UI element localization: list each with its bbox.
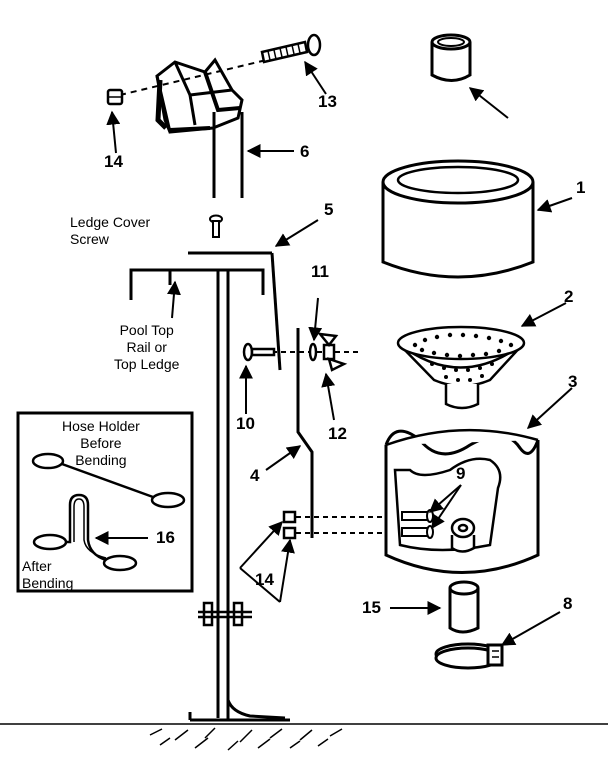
- callout-14-bottom: 14: [255, 570, 274, 589]
- callout-2: 2: [564, 287, 574, 306]
- callout-13: 13: [318, 92, 337, 111]
- callout-8: 8: [563, 594, 573, 613]
- nuts-14-bottom: [282, 510, 297, 540]
- canister-bolts-9: [401, 509, 434, 539]
- canister-fitting: [450, 517, 476, 553]
- callout-3: 3: [568, 372, 578, 391]
- callout-6: 6: [300, 142, 310, 161]
- post-hose-clip: [198, 601, 252, 627]
- bolt-13: [260, 33, 322, 64]
- callout-4: 4: [250, 466, 260, 485]
- hose-holder-before-bending: [31, 452, 186, 509]
- hose-holder-after-label: After Bending: [22, 558, 74, 591]
- hose-holder-after-bending: [32, 493, 138, 572]
- callout-9: 9: [456, 464, 466, 483]
- hose-holder-before-label: Hose Holder Before Bending: [62, 418, 140, 468]
- pool-top-rail-label: Pool Top Rail or Top Ledge: [114, 322, 180, 372]
- cylinder-1: [381, 159, 535, 279]
- callout-5: 5: [324, 200, 334, 219]
- bracket-rod-6: [212, 112, 244, 198]
- rod-4: [296, 328, 314, 538]
- callout-12: 12: [328, 424, 347, 443]
- callout-14-top: 14: [104, 152, 123, 171]
- ledge-cover-screw-label: Ledge Cover Screw: [70, 214, 151, 247]
- canister-3: [384, 428, 540, 574]
- pool-top-rail: [129, 268, 265, 720]
- callout-15: 15: [362, 598, 381, 617]
- ledge-cover-screw: [209, 214, 223, 238]
- strainer-2: [396, 325, 526, 410]
- callout-1: 1: [576, 178, 586, 197]
- callout-16: 16: [156, 528, 175, 547]
- post-base: [0, 699, 608, 751]
- nut-14-top: [106, 88, 124, 106]
- callout-11: 11: [311, 262, 329, 281]
- hose-holder-inset: [16, 411, 194, 593]
- leader-lines: [94, 60, 573, 646]
- callout-10: 10: [236, 414, 255, 433]
- washer-11: [308, 342, 318, 362]
- ledge-cover-5: [188, 251, 282, 371]
- wing-nut-12: [317, 332, 348, 372]
- bracket-clamp: [155, 57, 244, 134]
- sleeve-15: [448, 580, 480, 634]
- top-cap: [430, 33, 472, 82]
- hose-clamp-8: [434, 642, 504, 670]
- screw-10: [242, 342, 276, 362]
